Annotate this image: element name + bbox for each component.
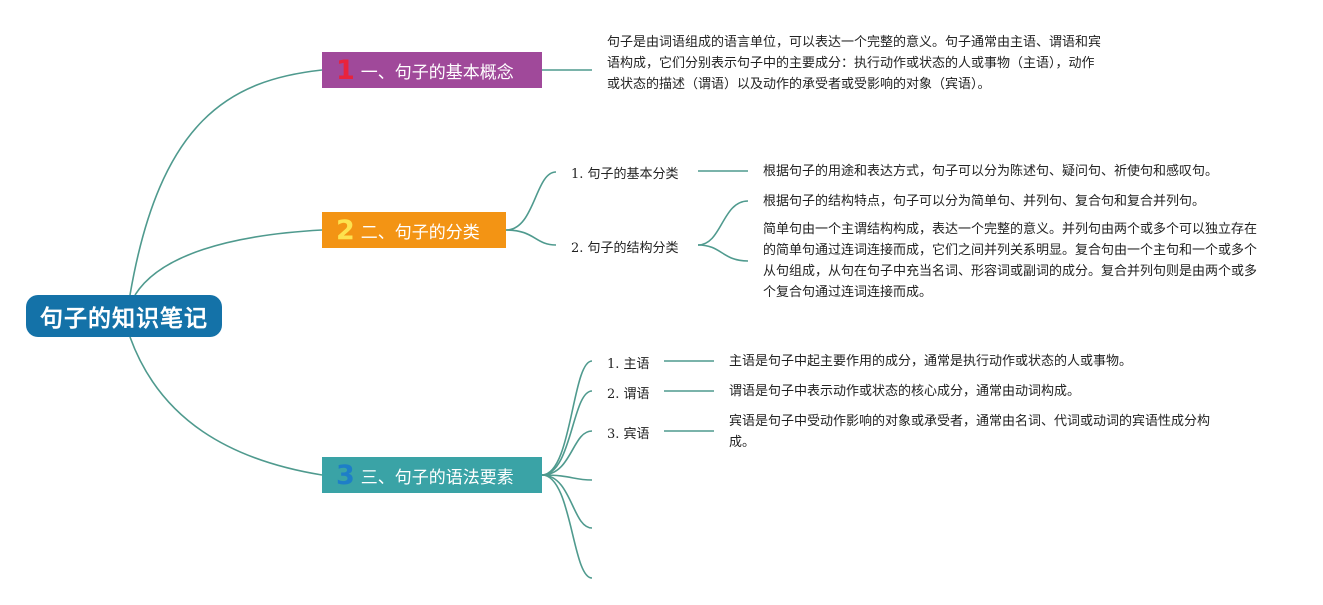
connector-section2-sub2 — [505, 229, 557, 246]
connector-section3-empty3 — [541, 474, 593, 579]
connector-section3-sub2 — [541, 390, 593, 476]
connector-root-section3 — [129, 336, 323, 476]
subtopic-subject[interactable]: 1. 主语 — [607, 357, 650, 372]
predicate-note: 谓语是句子中表示动作或状态的核心成分，通常由动词构成。 — [729, 384, 1081, 399]
connector-section3-sub3 — [541, 430, 593, 476]
connector-section3-empty2 — [541, 474, 593, 529]
topic-grammar-elements-label: 三、句子的语法要素 — [360, 467, 514, 488]
subtopic-predicate[interactable]: 2. 谓语 — [607, 387, 650, 402]
connector-section3-sub1 — [541, 360, 593, 476]
object-note: 宾语是句子中受动作影响的对象或承受者，通常由名词、代词或动词的宾语性成分构成。 — [729, 414, 1211, 450]
subtopic-structural-classification[interactable]: 2. 句子的结构分类 — [571, 241, 679, 256]
number-2-icon: 2 — [336, 214, 355, 246]
structural-classification-detail-note: 简单句由一个主谓结构构成，表达一个完整的意义。并列句由两个或多个可以独立存在的简… — [763, 222, 1258, 300]
root-topic[interactable]: 句子的知识笔记 — [26, 295, 222, 337]
subject-note: 主语是句子中起主要作用的成分，通常是执行动作或状态的人或事物。 — [729, 354, 1133, 369]
connector-sub2-note1 — [697, 200, 749, 246]
connector-sub2-note2 — [697, 244, 749, 262]
number-3-icon: 3 — [336, 459, 355, 491]
basic-classification-note: 根据句子的用途和表达方式，句子可以分为陈述句、疑问句、祈使句和感叹句。 — [763, 164, 1219, 179]
connector-section2-sub1 — [505, 171, 557, 231]
number-1-icon: 1 — [336, 54, 355, 86]
topic-basic-concept[interactable]: 1 一、句子的基本概念 — [322, 52, 542, 88]
topic-classification[interactable]: 2 二、句子的分类 — [322, 212, 506, 248]
topic-grammar-elements[interactable]: 3 三、句子的语法要素 — [322, 457, 542, 493]
basic-concept-note: 句子是由词语组成的语言单位，可以表达一个完整的意义。句子通常由主语、谓语和宾语构… — [607, 35, 1102, 92]
root-topic-label: 句子的知识笔记 — [40, 306, 208, 332]
connector-section3-empty1 — [541, 474, 593, 481]
subtopic-basic-classification[interactable]: 1. 句子的基本分类 — [571, 167, 679, 182]
connector-root-section2 — [134, 229, 323, 296]
topic-basic-concept-label: 一、句子的基本概念 — [360, 62, 514, 83]
structural-classification-note: 根据句子的结构特点，句子可以分为简单句、并列句、复合句和复合并列句。 — [763, 194, 1206, 209]
subtopic-object[interactable]: 3. 宾语 — [607, 427, 650, 442]
connector-root-section1 — [129, 69, 323, 296]
topic-classification-label: 二、句子的分类 — [360, 222, 480, 243]
